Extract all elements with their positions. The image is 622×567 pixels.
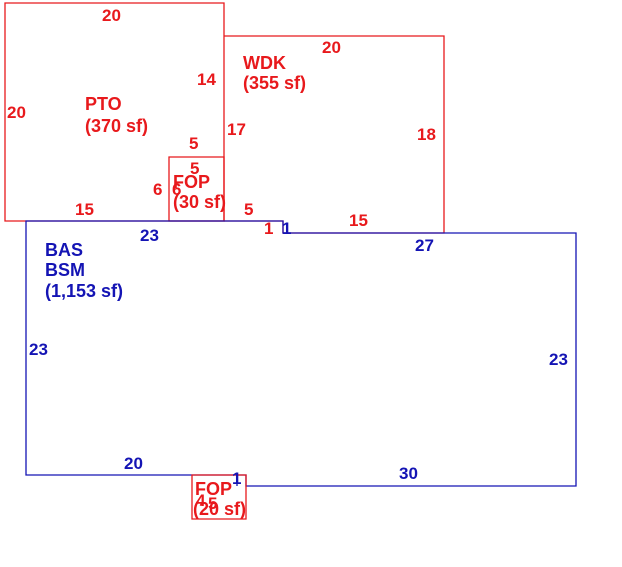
- wdk-right-dimension: 18: [417, 125, 436, 144]
- bas-top-right-dimension: 27: [415, 236, 434, 255]
- fop-upper-top-dimension: 5: [190, 159, 199, 178]
- pto-code-label: PTO: [85, 94, 122, 114]
- bas-bottom-left-dimension: 20: [124, 454, 143, 473]
- bas-area-label: (1,153 sf): [45, 281, 123, 301]
- fop-upper-left-dimension: 6: [153, 180, 162, 199]
- wdk-left-dimension: 17: [227, 120, 246, 139]
- wdk-area-label: (355 sf): [243, 73, 306, 93]
- fop-upper-area-label: (30 sf): [173, 192, 226, 212]
- bas-outline: [25, 220, 577, 487]
- fop-lower-side-dimension: 4: [196, 491, 206, 510]
- wdk-code-label: WDK: [243, 53, 286, 73]
- pto-area-label: (370 sf): [85, 116, 148, 136]
- bas-top-left-dimension: 23: [140, 226, 159, 245]
- pto-left-dimension: 20: [7, 103, 26, 122]
- bas-left-dimension: 23: [29, 340, 48, 359]
- fop-lower-outline: [191, 474, 247, 520]
- pto-inner-dimension: 5: [189, 134, 198, 153]
- wdk-step-dimension: 5: [244, 200, 253, 219]
- pto-top-dimension: 20: [102, 6, 121, 25]
- bas-right-dimension: 23: [549, 350, 568, 369]
- wdk-bottom-dimension: 15: [349, 211, 368, 230]
- fop-lower-code-label: FOP: [195, 479, 232, 499]
- bas-bottom-right-dimension: 30: [399, 464, 418, 483]
- bas-step-dimension: 1: [282, 219, 291, 238]
- fop-lower-inner-dimension: 5: [208, 494, 217, 513]
- pto-right-dimension: 14: [197, 70, 216, 89]
- bas-code-label: BAS: [45, 240, 83, 260]
- bas-bottom-step-dimension: 1: [232, 469, 241, 488]
- wdk-small-dimension: 1: [264, 219, 273, 238]
- wdk-top-dimension: 20: [322, 38, 341, 57]
- fop-upper-code-label: FOP: [173, 172, 210, 192]
- fop-upper-right-dimension: 6: [172, 180, 181, 199]
- fop-lower-area-label: (20 sf): [193, 499, 246, 519]
- bsm-code-label: BSM: [45, 260, 85, 280]
- pto-bottom-dimension: 15: [75, 200, 94, 219]
